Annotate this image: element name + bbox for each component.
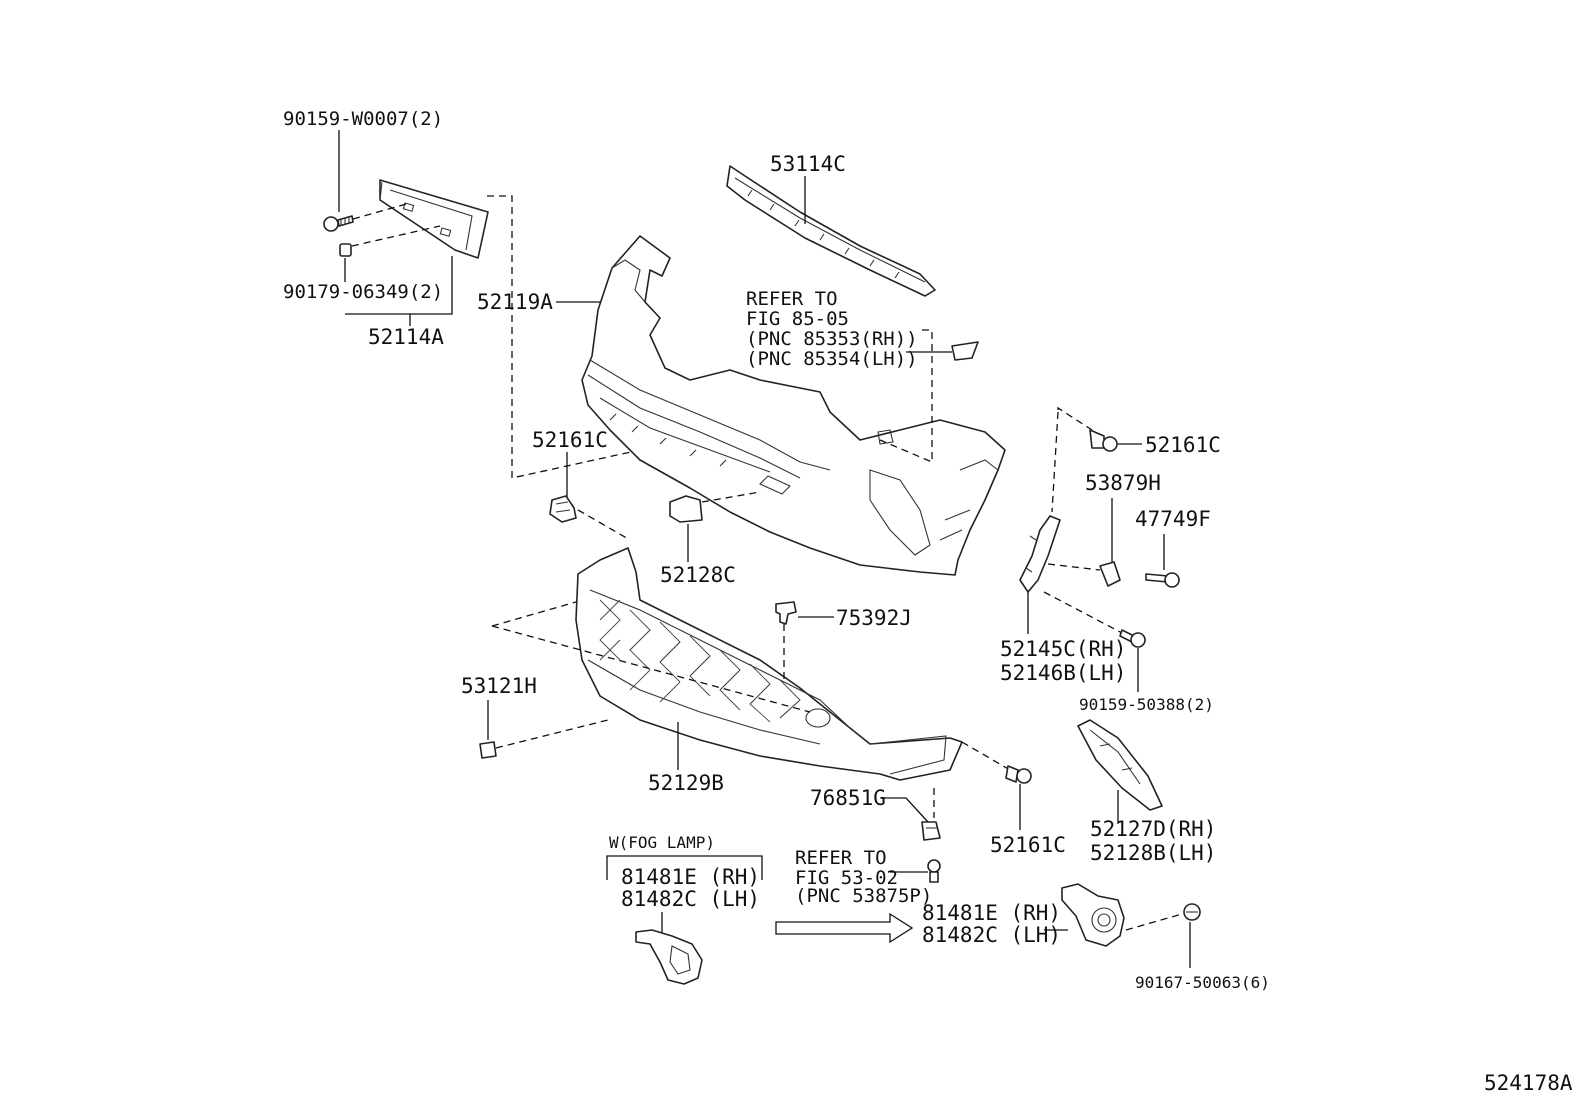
- washer-cap[interactable]: [951, 341, 979, 361]
- refer-85-05-line1: REFER TO: [746, 288, 838, 310]
- cap-52128c[interactable]: [669, 495, 703, 523]
- bolt-90159-w0007[interactable]: [323, 215, 354, 232]
- label-52119a: 52119A: [477, 290, 553, 314]
- label-90179-06349: 90179-06349(2): [283, 281, 443, 303]
- label-81482c-lh-b: 81482C (LH): [922, 923, 1061, 947]
- label-90167-50063: 90167-50063(6): [1135, 973, 1270, 992]
- refer-53-02-line1: REFER TO: [795, 847, 887, 869]
- clip-53879h[interactable]: [1099, 561, 1121, 587]
- nut-90179-06349[interactable]: [339, 243, 352, 257]
- label-53121h: 53121H: [461, 674, 537, 698]
- refer-53-02-line3: (PNC 53875P): [795, 885, 932, 907]
- upper-grille-53114c[interactable]: [726, 165, 936, 297]
- fastener-53875p[interactable]: [927, 859, 941, 883]
- screw-90167-50063[interactable]: [1183, 903, 1201, 921]
- label-52114a: 52114A: [368, 325, 444, 349]
- label-47749f: 47749F: [1135, 507, 1211, 531]
- arrow-icon: [775, 912, 914, 944]
- label-52161c-left: 52161C: [532, 428, 608, 452]
- label-52161c-bottom: 52161C: [990, 833, 1066, 857]
- screw-47749f[interactable]: [1145, 572, 1180, 588]
- refer-85-05-line3: (PNC 85353(RH)): [746, 328, 918, 350]
- side-bracket-52145c[interactable]: [1019, 515, 1061, 593]
- clip-75392j[interactable]: [775, 601, 797, 625]
- fog-lamp-header: W(FOG LAMP): [609, 833, 715, 852]
- label-75392j: 75392J: [836, 606, 912, 630]
- license-plate-bracket[interactable]: [379, 179, 489, 259]
- label-52161c-right-top: 52161C: [1145, 433, 1221, 457]
- clip-76851g[interactable]: [921, 821, 941, 841]
- clip-52161c-left[interactable]: [549, 495, 577, 523]
- bolt-90159-50388[interactable]: [1119, 629, 1146, 648]
- label-52127d-rh: 52127D(RH): [1090, 817, 1216, 841]
- label-90159-w0007: 90159-W0007(2): [283, 108, 443, 130]
- fog-lamp-bracket-b[interactable]: [1061, 883, 1125, 947]
- bracket-52127d[interactable]: [1077, 719, 1163, 811]
- clip-52161c-right-top[interactable]: [1089, 429, 1118, 452]
- label-53879h: 53879H: [1085, 471, 1161, 495]
- refer-53-02-line2: FIG 53-02: [795, 867, 898, 889]
- bumper-cover-52119a[interactable]: [581, 235, 1006, 576]
- label-52145c-rh: 52145C(RH): [1000, 637, 1126, 661]
- label-81482c-lh-a: 81482C (LH): [621, 887, 760, 911]
- clip-52161c-bottom[interactable]: [1005, 765, 1032, 784]
- label-81481e-rh-a: 81481E (RH): [621, 865, 760, 889]
- label-52129b: 52129B: [648, 771, 724, 795]
- label-81481e-rh-b: 81481E (RH): [922, 901, 1061, 925]
- label-90159-50388: 90159-50388(2): [1079, 695, 1214, 714]
- fog-lamp-bracket-a[interactable]: [635, 929, 703, 985]
- refer-85-05-line2: FIG 85-05: [746, 308, 849, 330]
- label-76851g: 76851G: [810, 786, 886, 810]
- refer-85-05-line4: (PNC 85354(LH)): [746, 348, 918, 370]
- label-52128c: 52128C: [660, 563, 736, 587]
- label-52146b-lh: 52146B(LH): [1000, 661, 1126, 685]
- figure-id: 524178A: [1484, 1071, 1573, 1095]
- label-52128b-lh: 52128B(LH): [1090, 841, 1216, 865]
- clip-53121h[interactable]: [479, 741, 497, 759]
- label-53114c: 53114C: [770, 152, 846, 176]
